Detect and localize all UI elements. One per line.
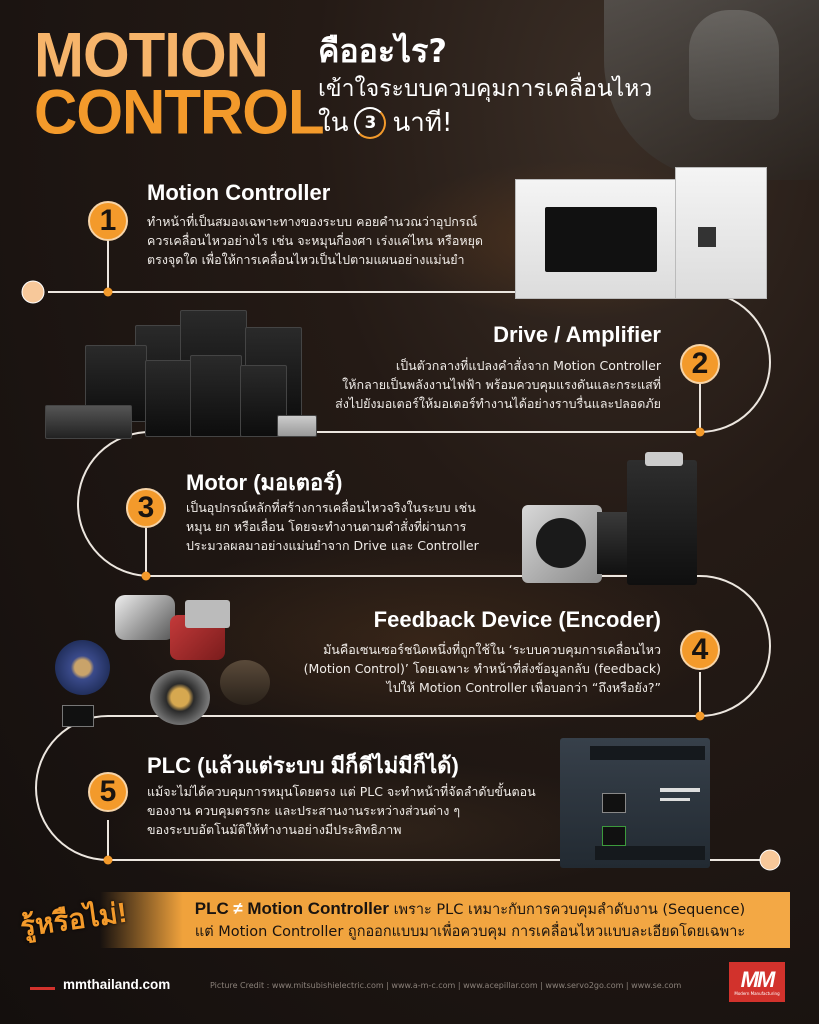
title-question: คืออะไร?: [318, 32, 447, 70]
step-number: 1: [99, 204, 117, 237]
title-line-2: CONTROL: [34, 76, 325, 147]
body-line: ส่งไปยังมอเตอร์ให้มอเตอร์ทำงานได้อย่างรา…: [335, 396, 661, 411]
title-thai: คืออะไร? เข้าใจระบบควบคุมการเคลื่อนไหว ใ…: [318, 32, 652, 140]
title-english: MOTION CONTROL: [34, 19, 325, 147]
robot-arm-image: [689, 10, 779, 120]
section-body-feedback-device: มันคือเซนเซอร์ชนิดหนึ่งที่ถูกใช้ใน ‘ระบบ…: [304, 640, 661, 697]
body-line: ของงาน ควบคุมตรรกะ และประสานงานระหว่างส่…: [147, 803, 461, 818]
path-start-dot: [21, 280, 45, 304]
banner-line-2: แต่ Motion Controller ถูกออกแบบมาเพื่อคว…: [194, 924, 746, 940]
step-2-badge: 2: [680, 344, 720, 384]
banner-line-1: PLC ≠ Motion Controller เพราะ PLC เหมาะก…: [170, 898, 770, 921]
title-suffix: นาที!: [392, 108, 453, 138]
clock-icon: 3: [354, 107, 387, 139]
body-line: ทำหน้าที่เป็นสมองเฉพาะทางของระบบ คอยคำนว…: [147, 214, 478, 229]
body-line: เป็นตัวกลางที่แปลงคำสั่งจาก Motion Contr…: [395, 358, 661, 373]
title-line-1: MOTION: [34, 19, 269, 91]
section-body-motion-controller: ทำหน้าที่เป็นสมองเฉพาะทางของระบบ คอยคำนว…: [147, 212, 483, 269]
drive-amplifier-image: [45, 305, 317, 445]
body-line: แม้จะไม่ได้ควบคุมการหมุนโดยตรง แต่ PLC จ…: [147, 784, 536, 799]
body-line: (Motion Control)’ โดยเฉพาะ ทำหน้าที่ส่งข…: [303, 661, 661, 676]
step-3-badge: 3: [126, 488, 166, 528]
banner-bold-motion-controller: Motion Controller: [247, 899, 389, 918]
step-4-badge: 4: [680, 630, 720, 670]
motor-image: [522, 450, 697, 585]
body-line: เป็นอุปกรณ์หลักที่สร้างการเคลื่อนไหวจริง…: [186, 500, 476, 515]
body-line: ตรงจุดใด เพื่อให้การเคลื่อนไหวเป็นไปตามแ…: [147, 252, 465, 267]
banner-line-1-rest: เพราะ PLC เหมาะกับการควบคุมลำดับงาน (Seq…: [388, 902, 746, 918]
title-subtitle: เข้าใจระบบควบคุมการเคลื่อนไหว: [318, 76, 653, 102]
body-line: ไปให้ Motion Controller เพื่อบอกว่า “ถึง…: [386, 680, 661, 695]
logo-subtext: Modern Manufacturing: [734, 990, 780, 996]
footer-accent-line: [30, 987, 55, 990]
footer-site-link[interactable]: mmthailand.com: [63, 977, 171, 992]
step-1-badge: 1: [88, 201, 128, 241]
picture-credit: Picture Credit : www.mitsubishielectric.…: [210, 981, 682, 990]
section-body-plc: แม้จะไม่ได้ควบคุมการหมุนโดยตรง แต่ PLC จ…: [147, 782, 536, 839]
motion-controller-image: [515, 167, 767, 299]
title-minutes-row: ใน 3 นาที!: [318, 106, 652, 140]
section-title-plc: PLC (แล้วแต่ระบบ มีก็ดีไม่มีก็ได้): [147, 753, 459, 778]
banner-background: [100, 892, 790, 948]
section-title-motion-controller: Motion Controller: [147, 180, 331, 205]
step-number: 3: [137, 491, 155, 524]
step-number: 2: [691, 347, 709, 380]
section-title-feedback-device: Feedback Device (Encoder): [373, 607, 661, 632]
logo-text: MM: [740, 966, 776, 992]
body-line: มันคือเซนเซอร์ชนิดหนึ่งที่ถูกใช้ใน ‘ระบบ…: [323, 642, 661, 657]
body-line: ควรเคลื่อนไหวอย่างไร เช่น จะหมุนกี่องศา …: [147, 233, 484, 248]
section-body-drive-amplifier: เป็นตัวกลางที่แปลงคำสั่งจาก Motion Contr…: [335, 356, 661, 413]
section-body-motor: เป็นอุปกรณ์หลักที่สร้างการเคลื่อนไหวจริง…: [186, 498, 479, 555]
did-you-know-banner: รู้หรือไม่! PLC ≠ Motion Controller เพรา…: [18, 892, 790, 948]
minutes-number: 3: [364, 113, 377, 133]
plc-image: [560, 738, 710, 868]
body-line: ให้กลายเป็นพลังงานไฟฟ้า พร้อมควบคุมแรงดั…: [342, 377, 661, 392]
section-title-motor: Motor (มอเตอร์): [186, 470, 343, 495]
body-line: หมุน ยก หรือเลื่อน โดยจะทำงานตามคำสั่งที…: [186, 519, 467, 534]
title-prefix: ใน: [318, 108, 349, 138]
mm-logo: MM Modern Manufacturing: [729, 962, 785, 1002]
step-number: 4: [691, 633, 709, 666]
body-line: ประมวลผลมาอย่างแม่นยำจาก Drive และ Contr…: [186, 538, 479, 553]
encoder-image: [50, 590, 290, 730]
section-title-drive-amplifier: Drive / Amplifier: [493, 322, 661, 347]
path-end-dot: [759, 849, 781, 871]
body-line: ของระบบอัตโนมัติให้ทำงานอย่างมีประสิทธิภ…: [147, 822, 402, 837]
step-5-badge: 5: [88, 772, 128, 812]
step-number: 5: [99, 775, 117, 808]
banner-bold-plc: PLC: [194, 899, 229, 918]
banner-text: PLC ≠ Motion Controller เพราะ PLC เหมาะก…: [170, 898, 770, 943]
not-equal-icon: ≠: [233, 899, 243, 918]
